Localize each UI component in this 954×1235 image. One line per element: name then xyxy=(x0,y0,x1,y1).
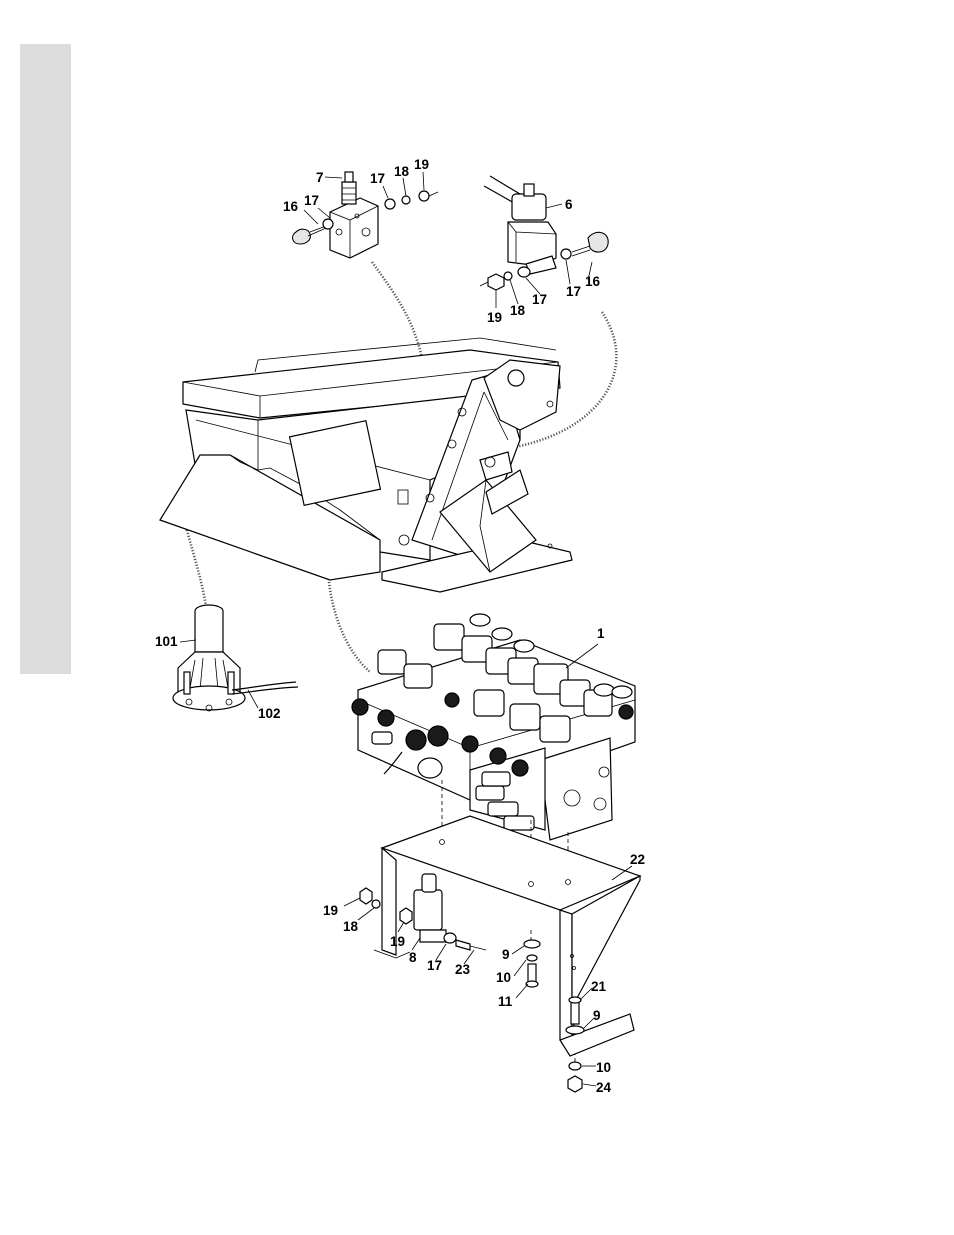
callout-9: 9 xyxy=(593,1008,601,1023)
callout-19: 19 xyxy=(414,157,429,172)
callout-17: 17 xyxy=(566,284,581,299)
callout-19: 19 xyxy=(390,934,405,949)
callout-18: 18 xyxy=(343,919,359,934)
callout-6: 6 xyxy=(565,197,573,212)
callout-19: 19 xyxy=(323,903,338,918)
callout-10: 10 xyxy=(496,970,511,985)
callout-16: 16 xyxy=(283,199,299,214)
solenoid-assembly-right xyxy=(480,176,608,290)
callout-22: 22 xyxy=(630,852,645,867)
callout-24: 24 xyxy=(596,1080,612,1095)
callout-21: 21 xyxy=(591,979,607,994)
callout-18: 18 xyxy=(510,303,526,318)
callout-7: 7 xyxy=(316,170,324,185)
small-valve-assembly-left xyxy=(293,172,438,258)
callout-17: 17 xyxy=(532,292,547,307)
callout-23: 23 xyxy=(455,962,471,977)
callout-11: 11 xyxy=(498,994,513,1009)
callout-17: 17 xyxy=(304,193,319,208)
callout-10: 10 xyxy=(596,1060,611,1075)
machine-frame xyxy=(160,338,572,592)
callout-18: 18 xyxy=(394,164,410,179)
callout-8: 8 xyxy=(409,950,417,965)
callout-19: 19 xyxy=(487,310,502,325)
callout-101: 101 xyxy=(155,634,178,649)
callout-17: 17 xyxy=(427,958,442,973)
callout-9: 9 xyxy=(502,947,510,962)
callout-17: 17 xyxy=(370,171,385,186)
callout-1: 1 xyxy=(597,626,605,641)
sensor-assembly xyxy=(173,605,298,711)
callout-102: 102 xyxy=(258,706,281,721)
callout-16: 16 xyxy=(585,274,601,289)
